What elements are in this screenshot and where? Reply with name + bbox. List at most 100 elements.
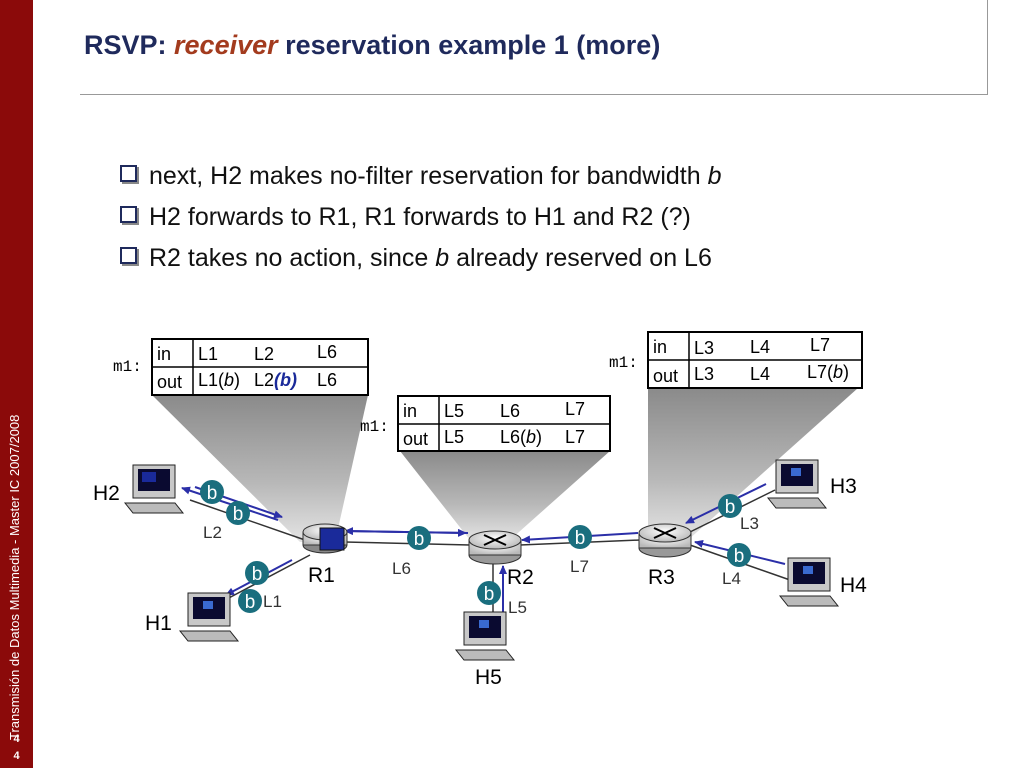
funnel-r1 [152, 395, 368, 542]
reservation-table-r3: m1: in L3 L4 L7 out L3 L4 L7(b) [609, 331, 863, 389]
router-r2 [468, 530, 522, 565]
table-cell: in [157, 344, 171, 364]
table-cell: in [403, 401, 417, 421]
table-cell: L4 [750, 364, 770, 384]
bullet-item: H2 forwards to R1, R1 forwards to H1 and… [120, 199, 722, 240]
bandwidth-badge: b [245, 561, 269, 585]
title-prefix: RSVP: [84, 30, 175, 60]
link-label-l6: L6 [392, 559, 411, 578]
bullet-italic: b [707, 162, 722, 190]
computer-icon-h2 [123, 464, 185, 514]
table-cell: L3 [694, 364, 714, 384]
badge-label: b [725, 497, 736, 518]
title-divider [80, 94, 988, 95]
router-r3 [638, 523, 692, 558]
table-cell: out [653, 366, 678, 386]
bandwidth-badge: b [226, 501, 250, 525]
computer-icon-h1 [178, 592, 240, 642]
table-cell: L3 [694, 338, 714, 358]
table-cell: L6 [317, 370, 337, 390]
table-cell: out [403, 429, 428, 449]
table-cell: L1(b) [198, 370, 240, 390]
table-label: m1: [609, 354, 638, 372]
badge-label: b [575, 528, 586, 549]
page-number-digit: 4 [13, 733, 20, 745]
host-label-h4: H4 [840, 574, 867, 597]
table-cell: L7(b) [807, 362, 849, 382]
title-rest: reservation example 1 (more) [277, 30, 661, 60]
sidebar: Transmisión de Datos Multimedia - Master… [0, 0, 33, 768]
badge-label: b [245, 592, 256, 613]
table-cell: L2 [254, 344, 274, 364]
checkbox-bullet-icon [120, 165, 137, 182]
bandwidth-badge: b [477, 581, 501, 605]
table-cell: in [653, 337, 667, 357]
bullet-text: already reserved on L6 [449, 244, 712, 272]
link-label-l7: L7 [570, 557, 589, 576]
badge-label: b [252, 564, 263, 585]
bullet-item: R2 takes no action, since b already rese… [120, 240, 722, 281]
table-cell: L7 [565, 399, 585, 419]
bandwidth-badges: b b b b b b b b b [200, 480, 751, 613]
funnel-r3 [648, 388, 858, 540]
badge-label: b [484, 584, 495, 605]
table-cell: L7 [810, 335, 830, 355]
bandwidth-badge: b [727, 543, 751, 567]
computer-icon-h5 [454, 611, 516, 661]
table-cell: L6(b) [500, 427, 542, 447]
page-number-digit: 4 [13, 750, 20, 762]
bandwidth-badge: b [407, 526, 431, 550]
table-label: m1: [113, 358, 142, 376]
arrow-to-h2 [181, 486, 279, 521]
checkbox-bullet-icon [120, 247, 137, 264]
link-label-l1: L1 [263, 592, 282, 611]
bullet-list: next, H2 makes no-filter reservation for… [120, 158, 722, 281]
host-label-h5: H5 [475, 666, 502, 689]
table-cell: L7 [565, 427, 585, 447]
table-label: m1: [360, 418, 389, 436]
table-cell: L5 [444, 401, 464, 421]
computer-icon-h3 [766, 459, 828, 509]
link-label-l4: L4 [722, 569, 741, 588]
badge-label: b [233, 504, 244, 525]
table-cell: L5 [444, 427, 464, 447]
table-cell: out [157, 372, 182, 392]
slide-title: RSVP: receiver reservation example 1 (mo… [84, 30, 660, 61]
router-label-r1: R1 [308, 564, 335, 587]
link-label-l5: L5 [508, 598, 527, 617]
table-cell: L1 [198, 344, 218, 364]
table-cell: L2(b) [254, 370, 297, 390]
badge-label: b [207, 483, 218, 504]
link-label-l2: L2 [203, 523, 222, 542]
title-emphasis: receiver [174, 30, 278, 60]
router-x-icon [483, 534, 507, 546]
host-label-h3: H3 [830, 475, 857, 498]
funnel-r2 [400, 451, 610, 540]
link-l6 [344, 541, 471, 546]
router-label-r2: R2 [507, 566, 534, 589]
router-r1 [302, 523, 348, 554]
badge-label: b [414, 529, 425, 550]
badge-label: b [734, 546, 745, 567]
bandwidth-badge: b [718, 494, 742, 518]
reservation-table-r2: m1: in L5 L6 L7 out L5 L6(b) L7 [360, 395, 611, 452]
host-label-h2: H2 [93, 482, 120, 505]
computer-icon-h4 [778, 557, 840, 607]
host-label-h1: H1 [145, 612, 172, 635]
table-cell: L6 [317, 342, 337, 362]
checkbox-bullet-icon [120, 206, 137, 223]
reservation-table-r1: m1: in L1 L2 L6 out L1(b) L2(b) L6 [113, 338, 369, 396]
bullet-italic: b [435, 244, 450, 272]
bandwidth-badge: b [568, 525, 592, 549]
router-x-icon [653, 527, 677, 539]
arrow-r1-to-r2 [344, 528, 467, 537]
bullet-text: H2 forwards to R1, R1 forwards to H1 and… [149, 203, 691, 231]
bullet-text: next, H2 makes no-filter reservation for… [149, 162, 708, 190]
router-label-r3: R3 [648, 566, 675, 589]
link-label-l3: L3 [740, 514, 759, 533]
bullet-item: next, H2 makes no-filter reservation for… [120, 158, 722, 199]
table-cell: L4 [750, 337, 770, 357]
bullet-text: R2 takes no action, since [149, 244, 436, 272]
router-r1-highlight [319, 527, 345, 551]
